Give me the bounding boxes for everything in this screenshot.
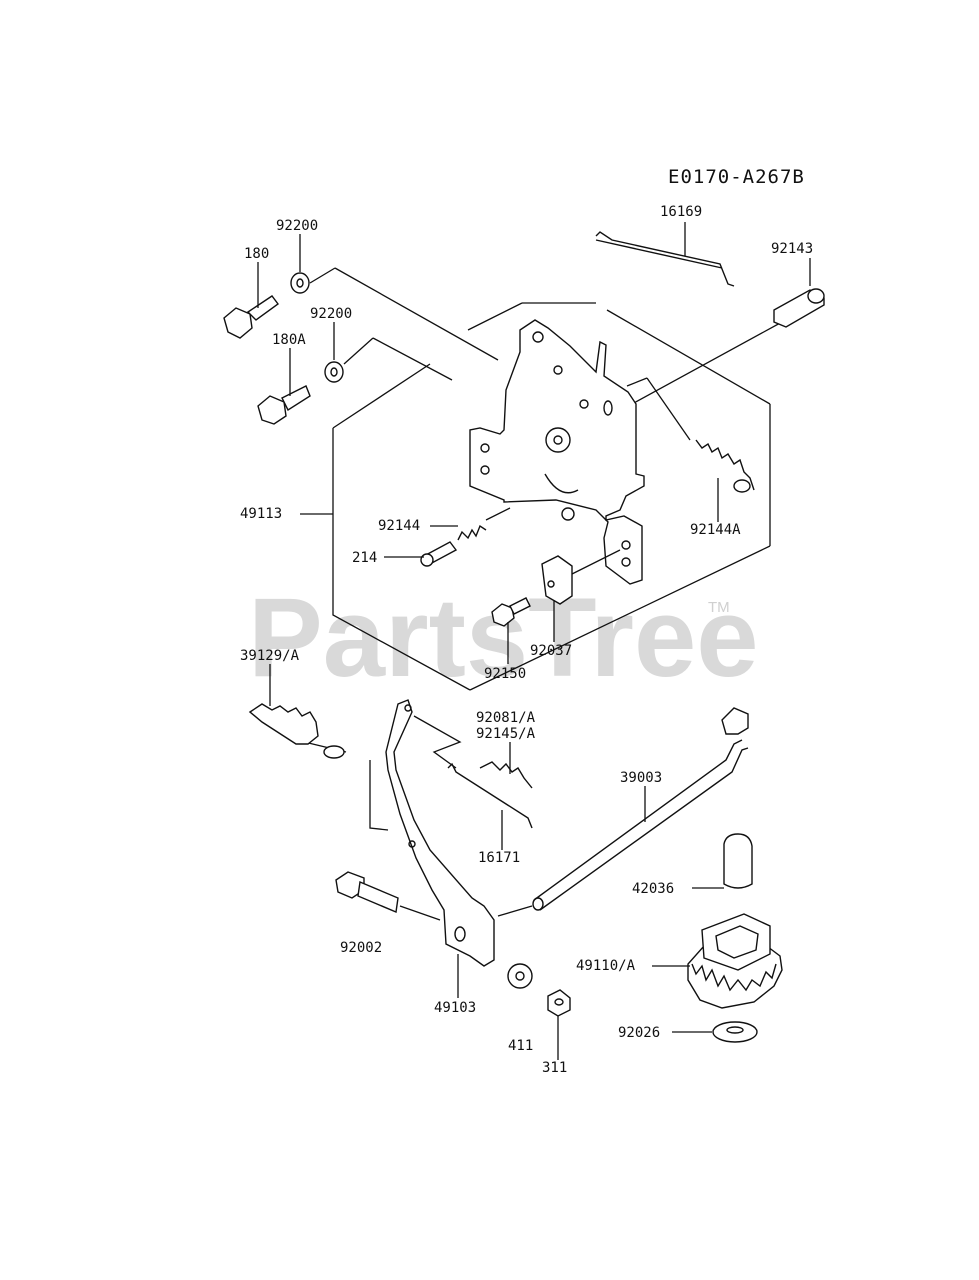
spring-92144 xyxy=(457,524,487,541)
label-92081: 92081/A xyxy=(476,710,536,726)
bushing-92143 xyxy=(773,288,825,328)
spring-92081 xyxy=(479,761,533,789)
bolt-92002 xyxy=(335,871,399,913)
washer-411 xyxy=(507,963,533,989)
label-92144a: 92144A xyxy=(690,522,741,538)
label-49103: 49103 xyxy=(434,1000,476,1016)
washer-92200-top xyxy=(290,272,310,294)
cap-39129 xyxy=(323,745,345,759)
screw-214 xyxy=(420,541,458,567)
label-92150: 92150 xyxy=(484,666,526,682)
bolt-180 xyxy=(223,295,279,339)
diagram-code: E0170-A267B xyxy=(668,166,805,188)
nut-311 xyxy=(547,989,571,1017)
gear-49110 xyxy=(687,913,783,1009)
washer-92200-lower xyxy=(324,361,344,383)
label-39129: 39129/A xyxy=(240,648,300,664)
bracket-92037 xyxy=(541,555,573,605)
label-16169: 16169 xyxy=(660,204,702,220)
label-92200-lower: 92200 xyxy=(310,306,352,322)
label-92145: 92145/A xyxy=(476,726,536,742)
spring-39129 xyxy=(248,703,319,745)
label-92200-top: 92200 xyxy=(276,218,318,234)
label-49113: 49113 xyxy=(240,506,282,522)
spring-92144a xyxy=(695,439,755,493)
label-214: 214 xyxy=(352,550,377,566)
label-92002: 92002 xyxy=(340,940,382,956)
bolt-180a xyxy=(257,385,311,425)
label-180a: 180A xyxy=(272,332,306,348)
label-42036: 42036 xyxy=(632,881,674,897)
label-411: 411 xyxy=(508,1038,533,1054)
control-plate xyxy=(469,319,645,585)
leader-lines xyxy=(257,222,811,1060)
label-180: 180 xyxy=(244,246,269,262)
label-92144: 92144 xyxy=(378,518,420,534)
label-49110: 49110/A xyxy=(576,958,636,974)
label-311: 311 xyxy=(542,1060,567,1076)
label-92026: 92026 xyxy=(618,1025,660,1041)
label-92037: 92037 xyxy=(530,643,572,659)
assembly-frame xyxy=(309,267,783,691)
label-39003: 39003 xyxy=(620,770,662,786)
rod-16169 xyxy=(595,231,735,287)
label-16171: 16171 xyxy=(478,850,520,866)
trademark-text: TM xyxy=(708,599,730,616)
bolt-92150 xyxy=(491,597,531,627)
washer-92026 xyxy=(712,1021,758,1043)
lever-49103 xyxy=(385,699,495,967)
rod-16171 xyxy=(447,762,533,829)
sleeve-42036 xyxy=(723,833,753,889)
label-92143: 92143 xyxy=(771,241,813,257)
rod-39003 xyxy=(532,707,749,911)
